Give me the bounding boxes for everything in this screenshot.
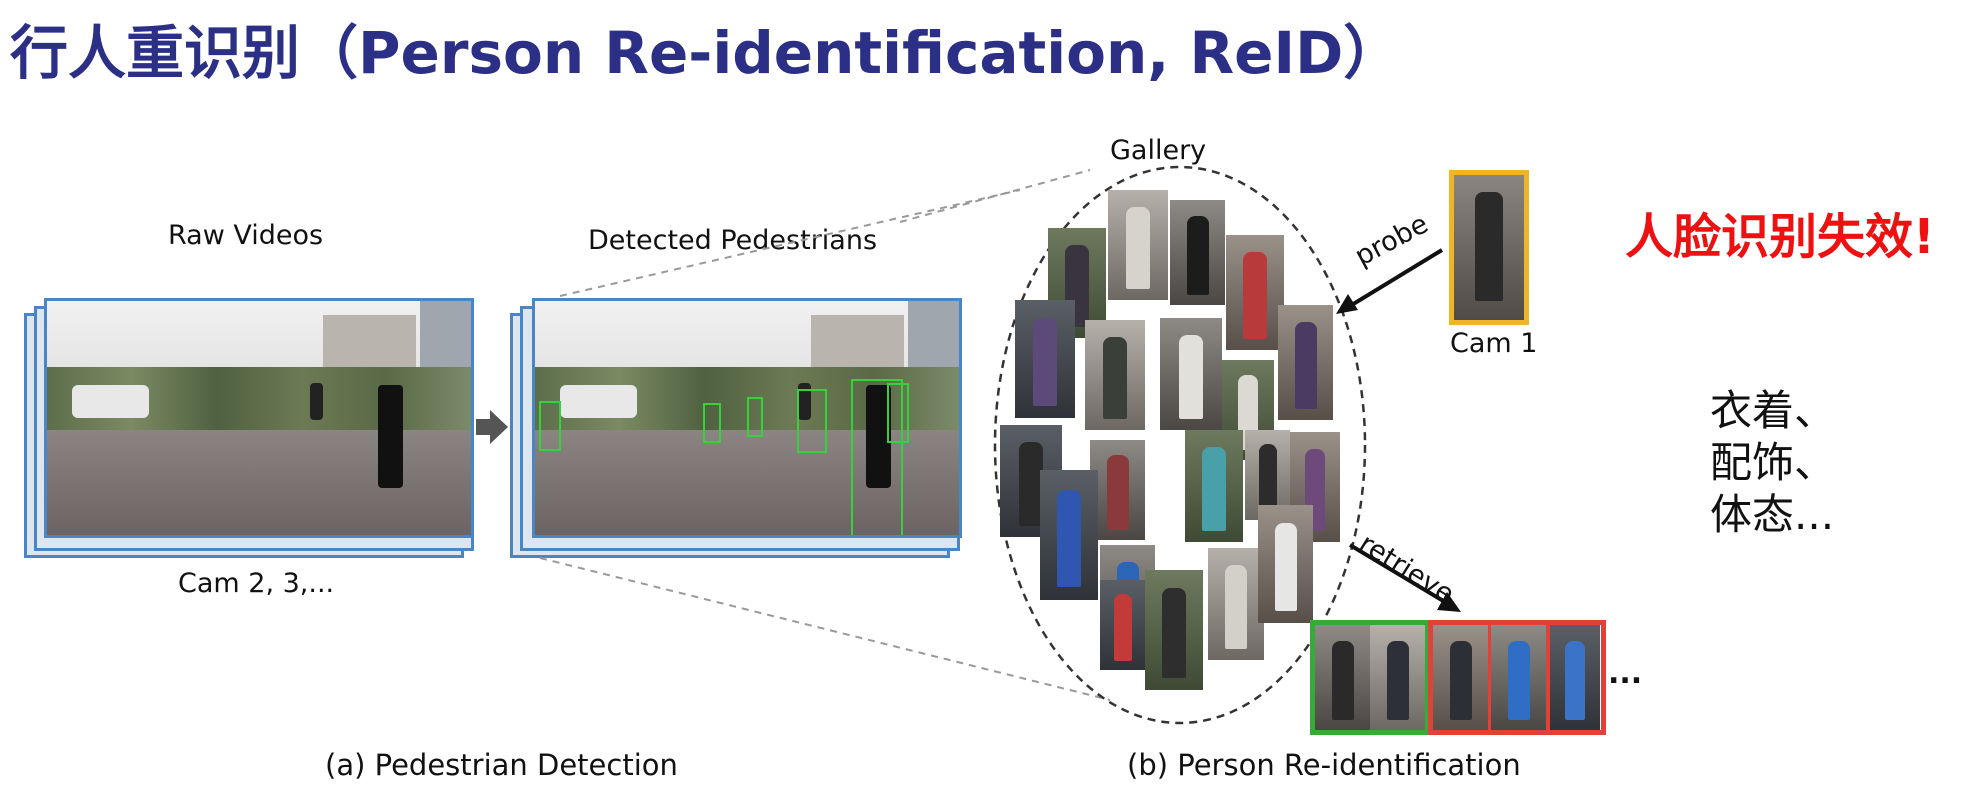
trait-clothing: 衣着、 <box>1710 386 1837 435</box>
process-arrow-icon <box>476 410 508 444</box>
raw-videos-label: Raw Videos <box>168 220 324 251</box>
gallery-image <box>1040 470 1098 600</box>
gallery-image <box>1226 235 1284 350</box>
gallery-image <box>1015 300 1075 418</box>
cameras-label: Cam 2, 3,... <box>178 568 335 599</box>
detection-box <box>887 383 909 443</box>
wrong-matches-group <box>1428 620 1606 735</box>
gallery-label: Gallery <box>1110 135 1207 166</box>
detection-box <box>539 401 561 451</box>
result-divider <box>1545 620 1550 735</box>
caption-person-reid: (b) Person Re-identification <box>1127 748 1521 782</box>
more-results-ellipsis: ... <box>1608 656 1643 691</box>
gallery-image <box>1100 580 1145 670</box>
trait-accessories: 配饰、 <box>1710 438 1837 487</box>
detection-box <box>851 379 903 535</box>
probe-arrow-icon <box>1336 248 1444 314</box>
gallery-image <box>1090 440 1145 540</box>
result-image <box>1550 625 1600 730</box>
result-divider <box>1486 620 1491 735</box>
gallery-image <box>1278 305 1333 420</box>
gallery-image <box>1145 570 1203 690</box>
result-image <box>1491 625 1546 730</box>
caption-pedestrian-detection: (a) Pedestrian Detection <box>325 748 678 782</box>
gallery-image <box>1108 190 1168 300</box>
result-image <box>1370 625 1425 730</box>
gallery-image <box>1160 318 1222 430</box>
gallery-ellipse <box>993 165 1367 725</box>
gallery-image <box>1085 320 1145 430</box>
result-image <box>1315 625 1370 730</box>
detected-video-frame <box>532 298 962 538</box>
page-title: 行人重识别（Person Re-identification, ReID） <box>10 19 1402 87</box>
raw-video-frame <box>44 298 474 538</box>
retrieve-arrow-icon <box>1348 543 1461 612</box>
detection-box <box>797 389 827 453</box>
trait-posture: 体态... <box>1710 490 1835 539</box>
detection-box <box>703 403 721 443</box>
detection-box <box>747 397 763 437</box>
detected-pedestrians-label: Detected Pedestrians <box>588 225 878 256</box>
gallery-image <box>1208 548 1264 660</box>
correct-matches-group <box>1310 620 1428 735</box>
face-recognition-fails-note: 人脸识别失效! <box>1625 209 1935 265</box>
probe-image <box>1449 170 1529 325</box>
gallery-image <box>1258 505 1313 623</box>
gallery-image <box>1170 200 1225 305</box>
result-image <box>1433 625 1488 730</box>
gallery-image <box>1185 430 1243 542</box>
cam1-label: Cam 1 <box>1450 328 1538 359</box>
appearance-traits-note: 衣着、 配饰、 体态... <box>1710 385 1836 541</box>
